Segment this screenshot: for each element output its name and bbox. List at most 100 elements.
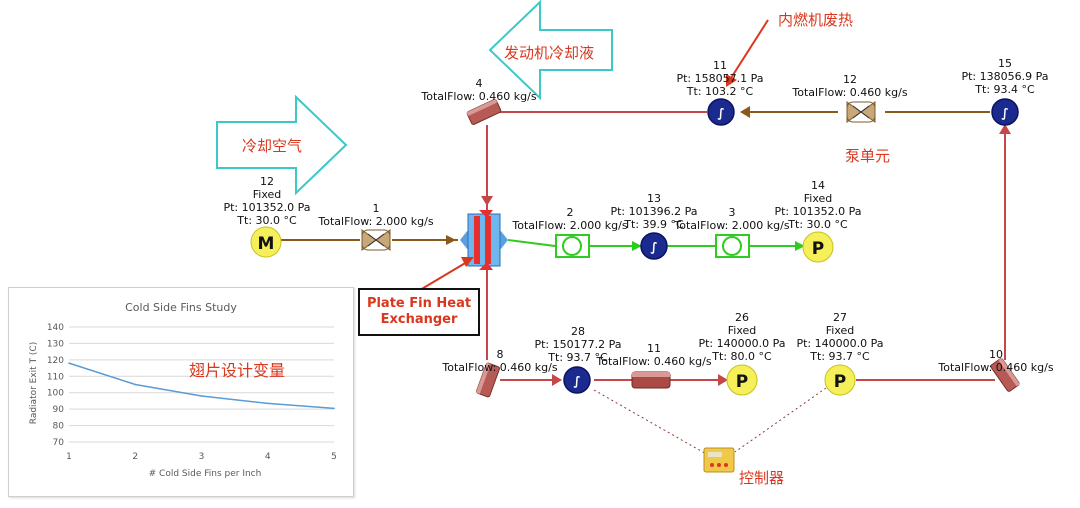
svg-text:∫: ∫ [717,106,724,120]
pipe-10[interactable] [990,357,1020,392]
link-11-flow: TotalFlow: 0.460 kg/s [596,355,712,368]
flow-arrow-right [552,374,562,386]
node-15-junction[interactable]: ∫ [991,98,1019,126]
node-15-id: 15 [998,57,1012,70]
node-14-mode: Fixed [803,192,833,205]
chart-xtick-label: 3 [199,452,205,462]
node-12-pt: Pt: 101352.0 Pa [223,201,311,214]
node-14-tt: Tt: 30.0 °C [788,218,848,231]
node-11-tt: Tt: 103.2 °C [686,85,754,98]
chart-ylabel: Radiator Exit T (C) [29,342,39,424]
chart-ytick-label: 90 [53,405,65,415]
node-26-label: 26 Fixed Pt: 140000.0 Pa Tt: 80.0 °C [692,311,792,363]
chart-xtick-label: 5 [331,452,337,462]
engine-heat-label: 内燃机废热 [778,11,854,29]
duct-3[interactable] [715,234,750,258]
node-11-label: 11 Pt: 158057.1 Pa Tt: 103.2 °C [670,59,770,98]
chart-data-point [134,383,137,386]
chart-ytick-label: 70 [53,438,65,448]
chart-data-point [333,407,335,410]
link-1-id: 1 [372,202,380,215]
node-12-mode: Fixed [252,188,282,201]
chart-data-point [200,395,203,397]
chart-xtick-label: 4 [265,452,271,462]
link-12-label: 12 TotalFlow: 0.460 kg/s [790,73,910,99]
node-11-id: 11 [713,59,727,72]
node-13-id: 13 [647,192,661,205]
fin-study-chart: Cold Side Fins Study 7080901001101201301… [29,301,337,479]
controller-signal-lines [593,387,827,456]
fin-design-variable-label: 翅片设计变量 [189,361,286,380]
chart-ytick-label: 110 [47,372,64,382]
chart-ytick-label: 80 [53,422,65,432]
orifice-1[interactable] [361,229,391,251]
node-13-junction[interactable]: ∫ [640,232,668,260]
node-11-junction[interactable]: ∫ [707,98,735,126]
engine-coolant-arrow [488,0,613,101]
svg-text:P: P [736,372,748,392]
orifice-12[interactable] [846,101,876,123]
link-4-flow: TotalFlow: 0.460 kg/s [421,90,537,103]
svg-text:M: M [258,234,275,254]
chart-xtick-label: 1 [66,452,72,462]
engine-heat-pointer-head [726,74,737,87]
engine-coolant-label: 发动机冷却液 [504,44,595,62]
pipe-11[interactable] [631,371,671,389]
hx-callout-box: Plate Fin Heat Exchanger [358,288,480,336]
boundary-node-27[interactable]: P [824,364,856,396]
cooling-air-arrow [216,94,348,196]
link-1-label: 1 TotalFlow: 2.000 kg/s [316,202,436,228]
link-10-label: 10 TotalFlow: 0.460 kg/s [936,348,1056,374]
node-27-label: 27 Fixed Pt: 140000.0 Pa Tt: 93.7 °C [790,311,890,363]
hx-callout-pointer [419,261,468,291]
boundary-node-12[interactable]: M [250,226,282,258]
node-26-pt: Pt: 140000.0 Pa [698,337,786,350]
link-3-id: 3 [728,206,736,219]
link-10-flow: TotalFlow: 0.460 kg/s [938,361,1054,374]
node-27-pt: Pt: 140000.0 Pa [796,337,884,350]
duct-2[interactable] [555,234,590,258]
link-3-label: 3 TotalFlow: 2.000 kg/s [672,206,792,232]
node-13-label: 13 Pt: 101396.2 Pa Tt: 39.9 °C [604,192,704,231]
chart-data-point [266,402,269,405]
flow-arrow-left [740,106,750,118]
node-28-junction[interactable]: ∫ [563,366,591,394]
link-4-label: 4 TotalFlow: 0.460 kg/s [418,77,540,103]
svg-text:∫: ∫ [1001,106,1008,120]
controller-block[interactable] [703,447,735,473]
flow-arrow-down [481,196,493,206]
node-13-pt: Pt: 101396.2 Pa [610,205,698,218]
chart-title: Cold Side Fins Study [125,301,237,314]
link-12-id: 12 [843,73,857,86]
pipe-4[interactable] [466,98,502,125]
link-10-id: 10 [989,348,1003,361]
boundary-node-26[interactable]: P [726,364,758,396]
link-8-id: 8 [496,348,504,361]
node-28-label: 28 Pt: 150177.2 Pa Tt: 93.7 °C [528,325,628,364]
link-3-flow: TotalFlow: 2.000 kg/s [674,219,790,232]
link-11-label: 11 TotalFlow: 0.460 kg/s [594,342,714,368]
link-2-id: 2 [566,206,574,219]
link-8-flow: TotalFlow: 0.460 kg/s [442,361,558,374]
engine-heat-pointer [730,19,769,79]
air-flow-arrow [446,235,456,245]
node-13-tt: Tt: 39.9 °C [624,218,684,231]
node-11-pt: Pt: 158057.1 Pa [676,72,764,85]
flow-arrow-up [999,124,1011,134]
hx-callout-text: Plate Fin Heat Exchanger [366,296,472,327]
node-27-mode: Fixed [825,324,855,337]
air-flow-arrow-3 [795,241,805,251]
link-1-flow: TotalFlow: 2.000 kg/s [318,215,434,228]
link-8-label: 8 TotalFlow: 0.460 kg/s [440,348,560,374]
link-12-flow: TotalFlow: 0.460 kg/s [792,86,908,99]
pipe-8[interactable] [475,362,500,398]
boundary-node-14[interactable]: P [802,231,834,263]
svg-text:P: P [812,239,824,259]
node-15-label: 15 Pt: 138056.9 Pa Tt: 93.4 °C [955,57,1055,96]
flow-arrow-right-2 [718,374,728,386]
svg-text:P: P [834,372,846,392]
pump-unit-label: 泵单元 [845,147,891,165]
controller-label: 控制器 [739,469,785,487]
node-14-pt: Pt: 101352.0 Pa [774,205,862,218]
